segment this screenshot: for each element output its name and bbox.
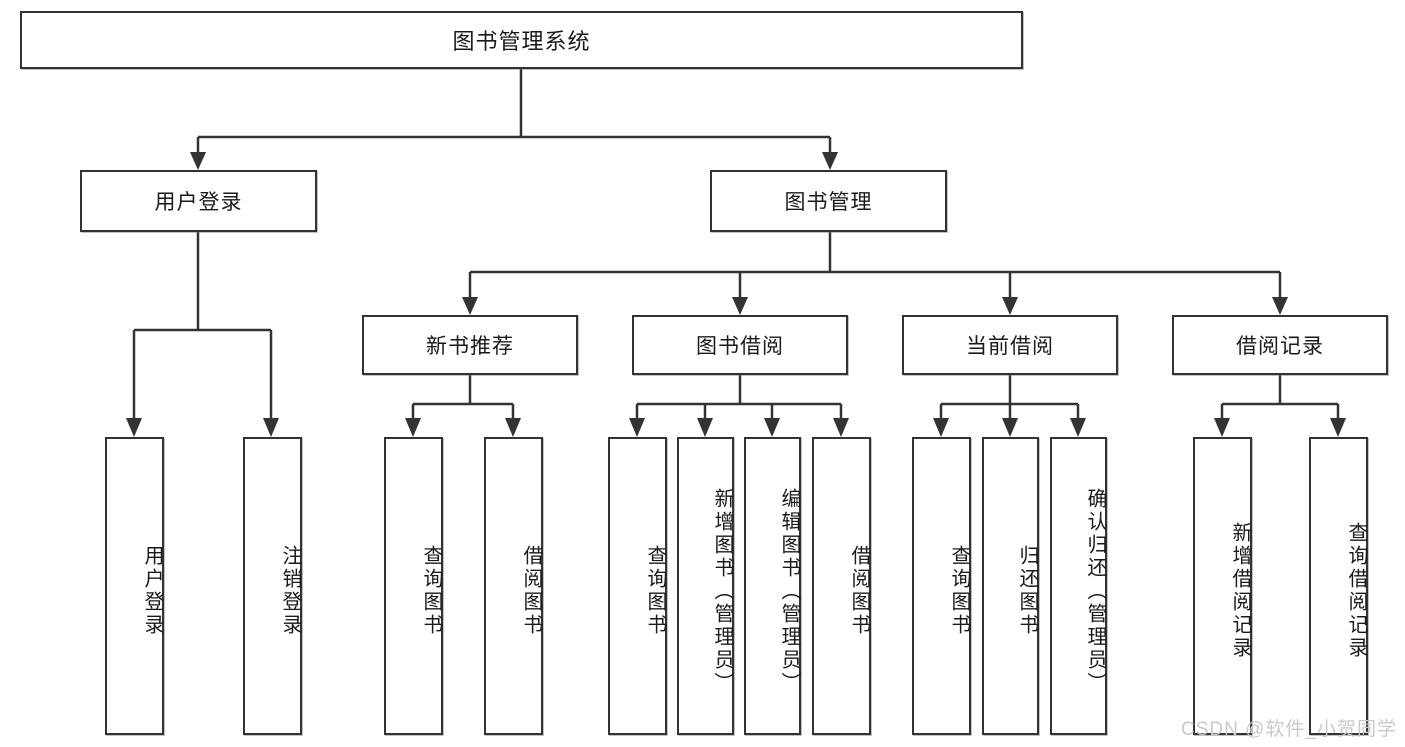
node-label: 用户登录 (141, 545, 163, 637)
leaf-return-book[interactable]: 归还图书 (982, 437, 1039, 735)
leaf-query-book-borrowing[interactable]: 查询图书 (608, 437, 667, 735)
node-label: 编辑图书（管理员） (778, 487, 800, 695)
node-new-book-recommendation[interactable]: 新书推荐 (362, 315, 578, 375)
leaf-query-book-current[interactable]: 查询图书 (912, 437, 971, 735)
leaf-logout[interactable]: 注销登录 (243, 437, 302, 735)
node-label: 借阅图书 (520, 545, 542, 637)
node-label: 当前借阅 (966, 335, 1054, 358)
node-label: 查询图书 (420, 545, 442, 637)
node-label: 用户登录 (154, 191, 243, 214)
node-label: 借阅记录 (1236, 335, 1324, 358)
node-book-borrowing[interactable]: 图书借阅 (632, 315, 848, 375)
leaf-borrow-book-recommendation[interactable]: 借阅图书 (484, 437, 543, 735)
node-label: 归还图书 (1016, 545, 1038, 637)
node-label: 新增借阅记录 (1229, 522, 1251, 660)
node-label: 新书推荐 (426, 335, 514, 358)
node-label: 图书借阅 (696, 335, 784, 358)
node-root-book-management-system[interactable]: 图书管理系统 (20, 11, 1023, 69)
node-label: 查询借阅记录 (1345, 522, 1367, 660)
node-label: 图书管理系统 (452, 29, 591, 54)
node-label: 查询图书 (948, 545, 970, 637)
leaf-user-login[interactable]: 用户登录 (105, 437, 164, 735)
node-label: 新增图书（管理员） (711, 487, 733, 695)
node-label: 查询图书 (644, 545, 666, 637)
node-user-login[interactable]: 用户登录 (80, 170, 317, 232)
leaf-add-book-admin[interactable]: 新增图书（管理员） (677, 437, 734, 735)
node-current-borrowing[interactable]: 当前借阅 (902, 315, 1118, 375)
node-borrowing-record[interactable]: 借阅记录 (1172, 315, 1388, 375)
leaf-query-borrowing-record[interactable]: 查询借阅记录 (1309, 437, 1368, 735)
leaf-query-book-recommendation[interactable]: 查询图书 (384, 437, 443, 735)
leaf-borrow-book-borrowing[interactable]: 借阅图书 (812, 437, 871, 735)
leaf-confirm-return-admin[interactable]: 确认归还（管理员） (1050, 437, 1107, 735)
node-label: 确认归还（管理员） (1084, 487, 1106, 695)
node-label: 借阅图书 (848, 545, 870, 637)
node-book-management[interactable]: 图书管理 (710, 170, 947, 232)
node-label: 注销登录 (279, 545, 301, 637)
leaf-add-borrowing-record[interactable]: 新增借阅记录 (1193, 437, 1252, 735)
node-label: 图书管理 (784, 191, 873, 214)
leaf-edit-book-admin[interactable]: 编辑图书（管理员） (744, 437, 801, 735)
